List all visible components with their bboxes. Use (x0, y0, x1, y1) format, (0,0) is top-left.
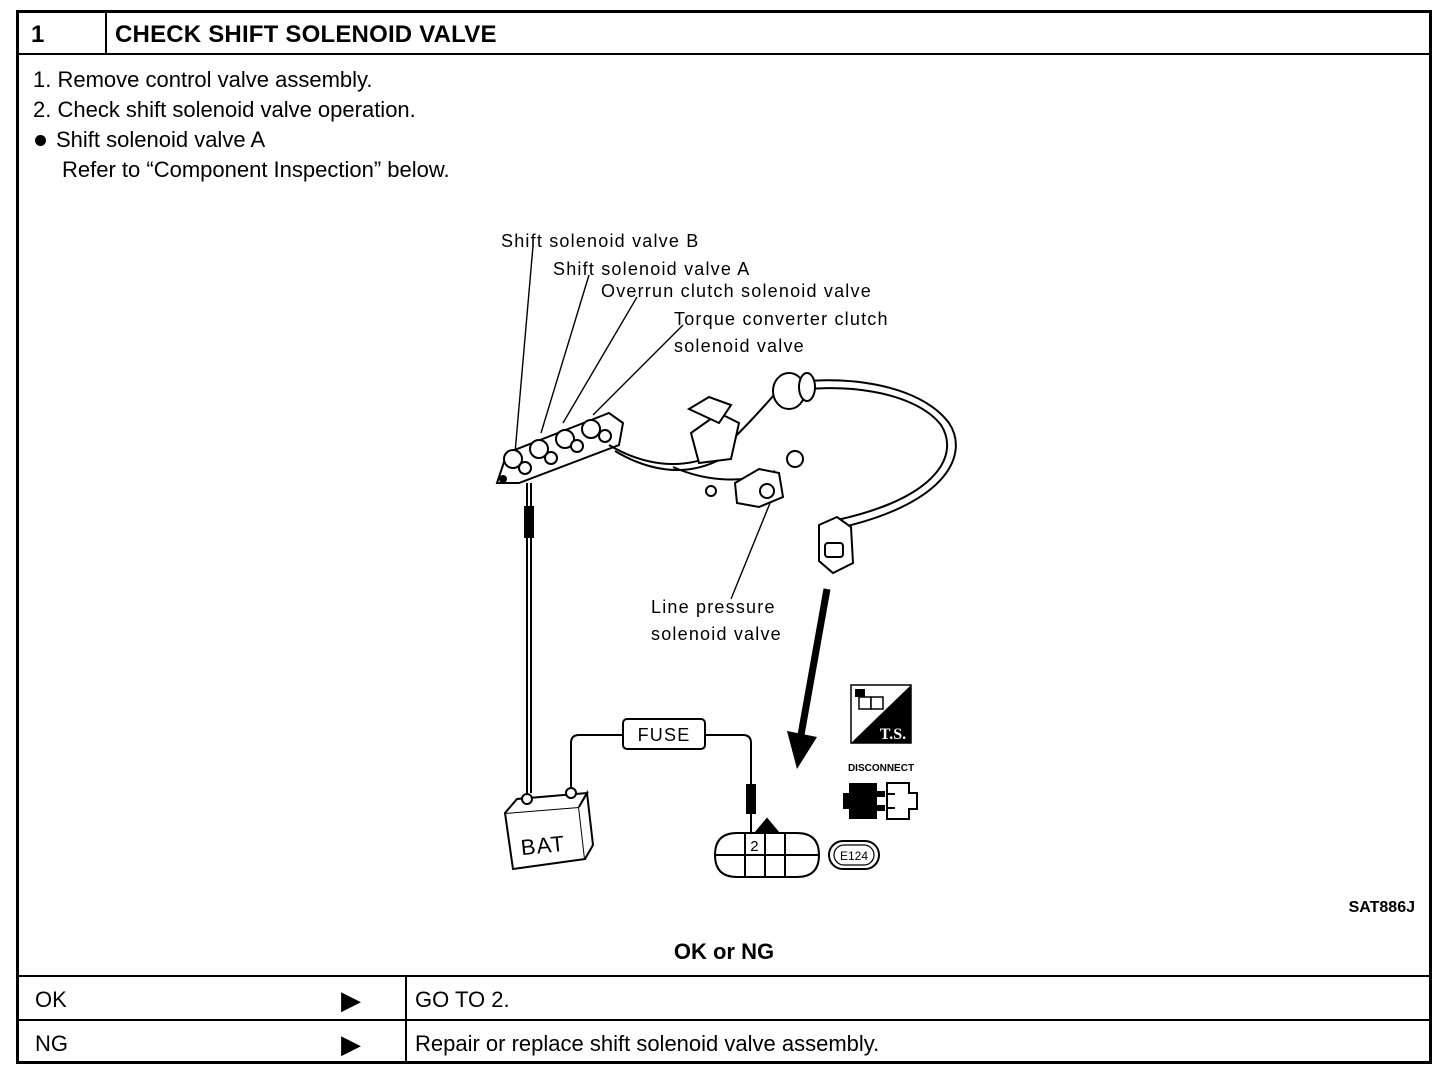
right-triangle-icon: ▶ (341, 985, 361, 1015)
instruction-4: Refer to “Component Inspection” below. (62, 157, 450, 182)
procedure-box: 1 CHECK SHIFT SOLENOID VALVE 1. Remove c… (16, 10, 1432, 1064)
fuse-icon: FUSE (622, 718, 706, 750)
instruction-bullet: Shift solenoid valve A (33, 125, 450, 155)
wiring-diagram: FUSE BAT 2 E124 (495, 231, 957, 878)
leader-line-valve-a (540, 274, 590, 434)
decision-question: OK or NG (673, 939, 775, 964)
label-tcc-2: solenoid valve (674, 336, 805, 356)
result-condition: NG (35, 1031, 68, 1056)
result-condition: OK (35, 987, 67, 1012)
battery-icon: BAT (503, 787, 595, 871)
harness-parts (524, 372, 816, 814)
result-action: GO TO 2. (405, 977, 510, 1019)
connector-id: E124 (840, 849, 868, 863)
result-row-ng: NG ▶ Repair or replace shift solenoid va… (19, 1019, 1429, 1063)
ts-label: T.S. (880, 726, 906, 743)
instruction-2: 2. Check shift solenoid valve operation. (33, 97, 416, 122)
instruction-list: 1. Remove control valve assembly. 2. Che… (33, 65, 450, 185)
disconnect-connector-icon: DISCONNECT (843, 763, 918, 820)
connector-icon: 2 (713, 817, 821, 878)
step-title: CHECK SHIFT SOLENOID VALVE (115, 21, 497, 48)
step-number: 1 (19, 13, 107, 53)
leader-line-overrun (562, 296, 638, 424)
disconnect-arrow-icon (787, 588, 831, 769)
leader-line-tcc (592, 324, 684, 416)
leader-line-valve-b (514, 245, 534, 454)
fuse-label: FUSE (638, 725, 691, 745)
bullet-icon (35, 134, 46, 146)
ts-icon: T.S. (850, 684, 912, 744)
right-triangle-icon: ▶ (341, 1029, 361, 1059)
instruction-3: Shift solenoid valve A (56, 127, 266, 152)
label-line-2: solenoid valve (651, 624, 782, 644)
battery-label: BAT (519, 831, 566, 861)
connector-id-badge: E124 (828, 840, 880, 870)
label-valve-a: Shift solenoid valve A (553, 259, 751, 279)
solenoid-valve-assembly (495, 411, 625, 484)
label-overrun: Overrun clutch solenoid valve (601, 281, 872, 301)
label-valve-b: Shift solenoid valve B (501, 231, 700, 251)
step-header: 1 CHECK SHIFT SOLENOID VALVE (19, 13, 1429, 55)
harness-connector (818, 515, 855, 575)
disconnect-label: DISCONNECT (848, 763, 914, 774)
result-action: Repair or replace shift solenoid valve a… (405, 1021, 879, 1063)
pin-number: 2 (750, 838, 760, 855)
label-tcc-1: Torque converter clutch (674, 309, 889, 329)
instruction-1: 1. Remove control valve assembly. (33, 67, 373, 92)
result-row-ok: OK ▶ GO TO 2. (19, 975, 1429, 1019)
label-line-1: Line pressure (651, 597, 776, 617)
figure-code: SAT886J (1348, 899, 1415, 916)
